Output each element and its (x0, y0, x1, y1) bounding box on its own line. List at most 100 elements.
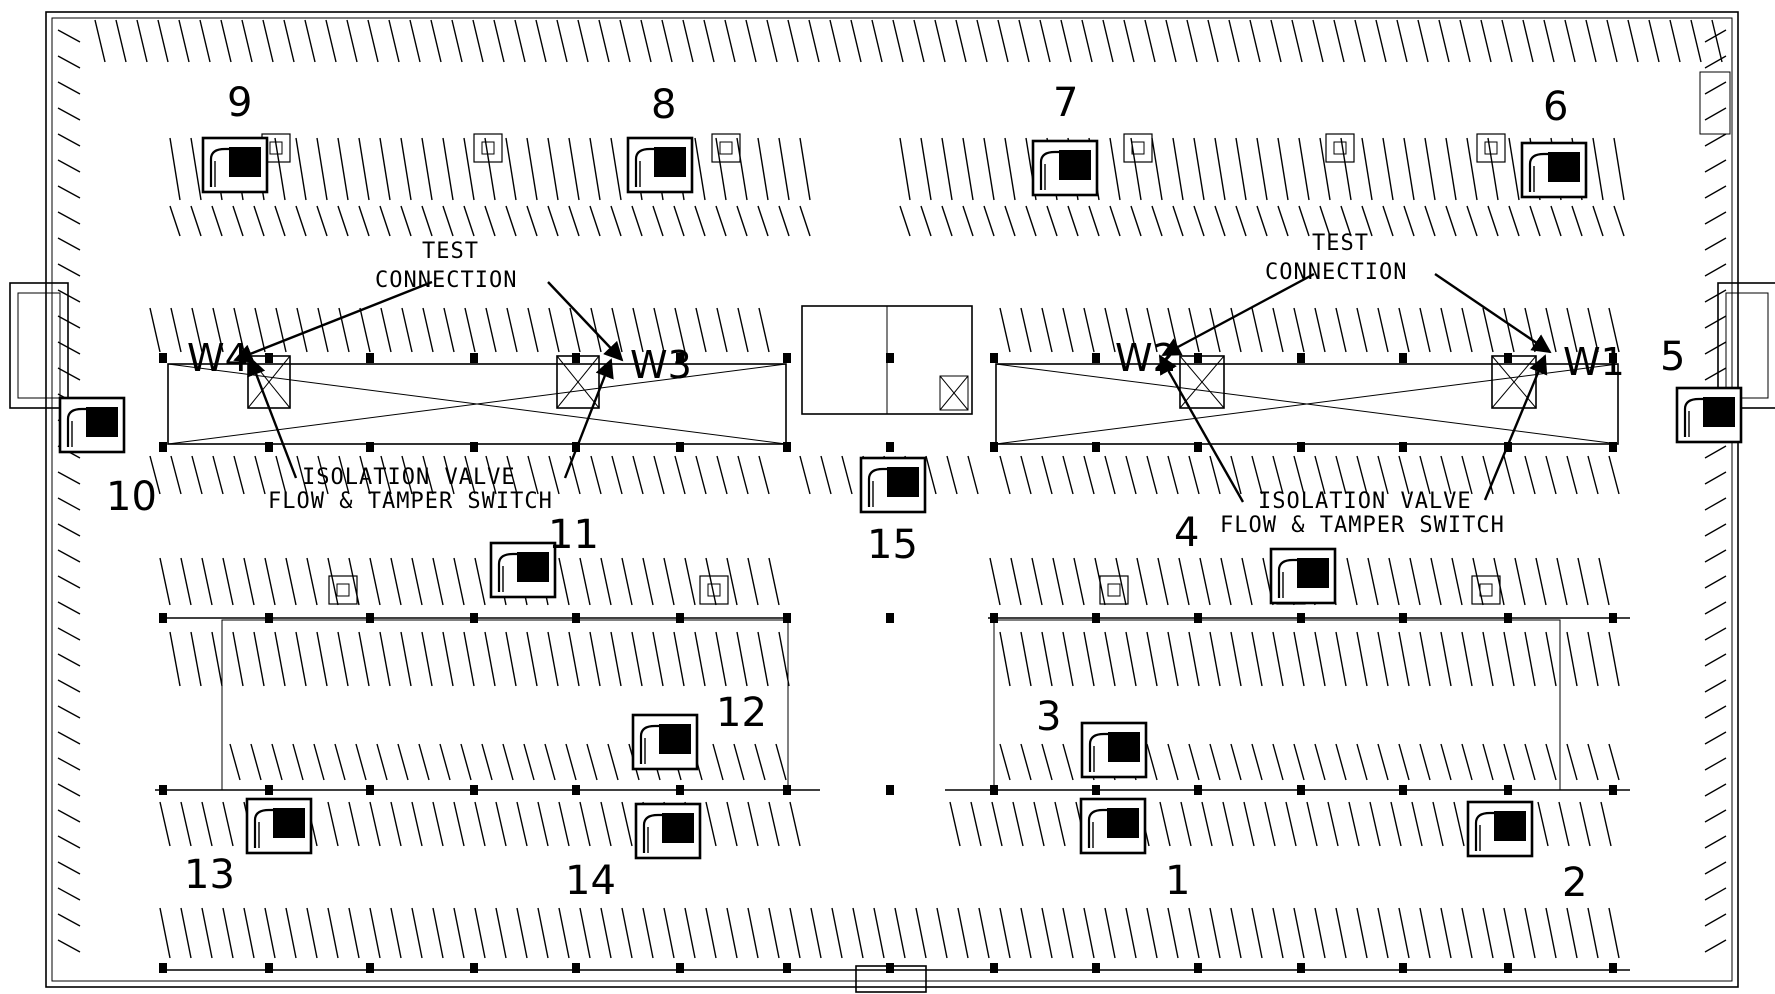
stall-stripe (1293, 631, 1305, 687)
stall-stripe (1592, 205, 1604, 237)
stall-stripe (736, 137, 748, 201)
device-body (887, 467, 919, 497)
stall-stripe (1136, 557, 1148, 606)
column (783, 613, 791, 623)
stall-stripe (1306, 801, 1318, 847)
stall-stripe (568, 137, 580, 201)
stall-stripe (684, 907, 696, 959)
stall-stripe (1256, 137, 1268, 201)
stall-stripe (829, 19, 841, 63)
stall-stripe (547, 205, 559, 237)
column (1399, 353, 1407, 363)
stall-stripe (57, 679, 81, 693)
stall-stripe (232, 205, 244, 237)
stall-stripe (1704, 159, 1727, 173)
stall-stripe (1146, 307, 1158, 353)
stall-stripe (170, 307, 182, 353)
stall-stripe (1704, 445, 1727, 459)
stall-stripe (1608, 307, 1620, 353)
stall-stripe (1466, 205, 1478, 237)
stall-stripe (397, 743, 409, 781)
stall-stripe (600, 801, 612, 847)
device-pipe (209, 147, 231, 187)
stall-stripe (799, 455, 811, 495)
stall-stripe (565, 743, 577, 781)
stall-stripe (1377, 631, 1389, 687)
stall-stripe (421, 137, 433, 201)
zone-label-14: 14 (565, 858, 616, 904)
stall-stripe (1222, 801, 1234, 847)
floor-drain (1471, 575, 1501, 605)
zone-labels: 1 2 3 4 5 6 7 8 9 10 11 12 13 14 15 (106, 80, 1685, 906)
stall-stripe (1704, 237, 1727, 251)
floor-drain-grate (481, 141, 495, 155)
stall-stripe (1004, 137, 1016, 201)
stall-stripe (631, 631, 643, 687)
stall-stripe (1272, 307, 1284, 353)
stall-stripe (516, 801, 528, 847)
floor-drain (711, 133, 741, 163)
structural-columns (159, 353, 1617, 973)
stall-stripe (1335, 455, 1347, 495)
stall-stripe (1361, 137, 1373, 201)
stall-stripe (1608, 743, 1620, 781)
stall-stripe (369, 907, 381, 959)
stall-stripe (359, 455, 371, 495)
stall-stripe (1704, 497, 1727, 511)
stall-stripe (1062, 631, 1074, 687)
stall-stripe (957, 907, 969, 959)
stall-stripe (850, 19, 862, 63)
column (676, 442, 684, 452)
stall-stripe (1312, 19, 1324, 63)
floor-drain-grate (1333, 141, 1347, 155)
stall-stripe (211, 205, 223, 237)
stall-stripe (934, 19, 946, 63)
stall-stripe (758, 455, 770, 495)
stall-stripe (768, 557, 780, 606)
stall-stripe (852, 907, 864, 959)
stall-stripe (1193, 205, 1205, 237)
stall-stripe (568, 205, 580, 237)
stall-stripe (1020, 631, 1032, 687)
stall-stripe (899, 137, 911, 201)
stall-stripe (1052, 557, 1064, 606)
stall-stripe (1704, 757, 1727, 771)
zone-label-4: 4 (1174, 510, 1199, 556)
zone-label-9: 9 (227, 80, 252, 126)
floor-drain-grate (1484, 141, 1498, 155)
column (470, 353, 478, 363)
stall-stripe (558, 907, 570, 959)
stall-stripe (1186, 19, 1198, 63)
stall-stripe (57, 107, 81, 121)
stall-stripe (1424, 205, 1436, 237)
isolation-valve-note-east: ISOLATION VALVE (1258, 489, 1472, 514)
stall-stripe (1704, 575, 1727, 589)
column (1297, 613, 1305, 623)
stall-stripe (737, 307, 749, 353)
device-pipe (1277, 558, 1299, 598)
stall-stripe (810, 907, 822, 959)
device-pipe (1088, 732, 1110, 772)
stall-stripe (1209, 631, 1221, 687)
device-body (1107, 808, 1139, 838)
stall-stripe (1704, 315, 1727, 329)
stall-stripe (661, 19, 673, 63)
stall-stripe (1346, 557, 1358, 606)
stall-stripe (1109, 137, 1121, 201)
stall-stripe (1293, 907, 1305, 959)
stall-stripe (523, 743, 535, 781)
stall-stripe (229, 743, 241, 781)
stall-stripe (1020, 907, 1032, 959)
device-pipe (1039, 150, 1061, 190)
stall-stripe (1291, 19, 1303, 63)
stall-stripe (1314, 907, 1326, 959)
column (1194, 963, 1202, 973)
stall-stripe (453, 907, 465, 959)
column (265, 353, 273, 363)
stall-stripe (1432, 801, 1444, 847)
device-body (1297, 558, 1329, 588)
stall-stripe (241, 19, 253, 63)
device-body (1548, 152, 1580, 182)
stall-stripe (1704, 549, 1727, 563)
stall-stripe (1251, 907, 1263, 959)
